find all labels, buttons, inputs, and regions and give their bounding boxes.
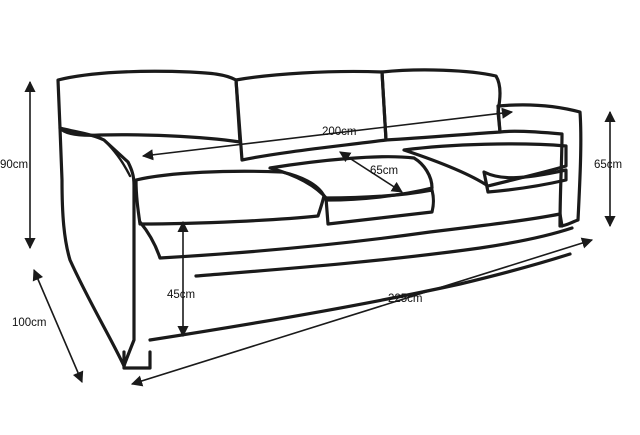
dimension-seat-width: 200cm xyxy=(141,107,514,161)
label-height-total: 90cm xyxy=(0,159,28,171)
label-seat-depth: 65cm xyxy=(370,165,398,177)
dimension-height-total: 90cm xyxy=(0,80,36,250)
dimension-seat-height: 45cm xyxy=(167,220,195,338)
back-cushion-right xyxy=(380,68,502,142)
label-arm-height: 65cm xyxy=(594,159,622,171)
back-cushion-left xyxy=(56,69,242,144)
label-seat-height: 45cm xyxy=(167,289,195,301)
right-arm xyxy=(496,103,583,228)
left-arm-front xyxy=(102,138,132,178)
sofa-drawing xyxy=(56,68,583,370)
dimension-arm-height: 65cm xyxy=(594,110,622,228)
dimension-depth-total: 100cm xyxy=(12,268,84,384)
label-seat-width: 200cm xyxy=(322,126,357,138)
seat-cushion-middle-front xyxy=(324,188,436,226)
dimension-width-total: 225cm xyxy=(130,237,594,387)
seat-cushion-left xyxy=(134,169,326,226)
label-depth-total: 100cm xyxy=(12,317,47,329)
seat-cushion-right-front xyxy=(482,168,568,194)
back-cushion-middle xyxy=(234,69,388,162)
label-width-total: 225cm xyxy=(388,293,423,305)
dimension-seat-depth: 65cm xyxy=(339,151,403,193)
